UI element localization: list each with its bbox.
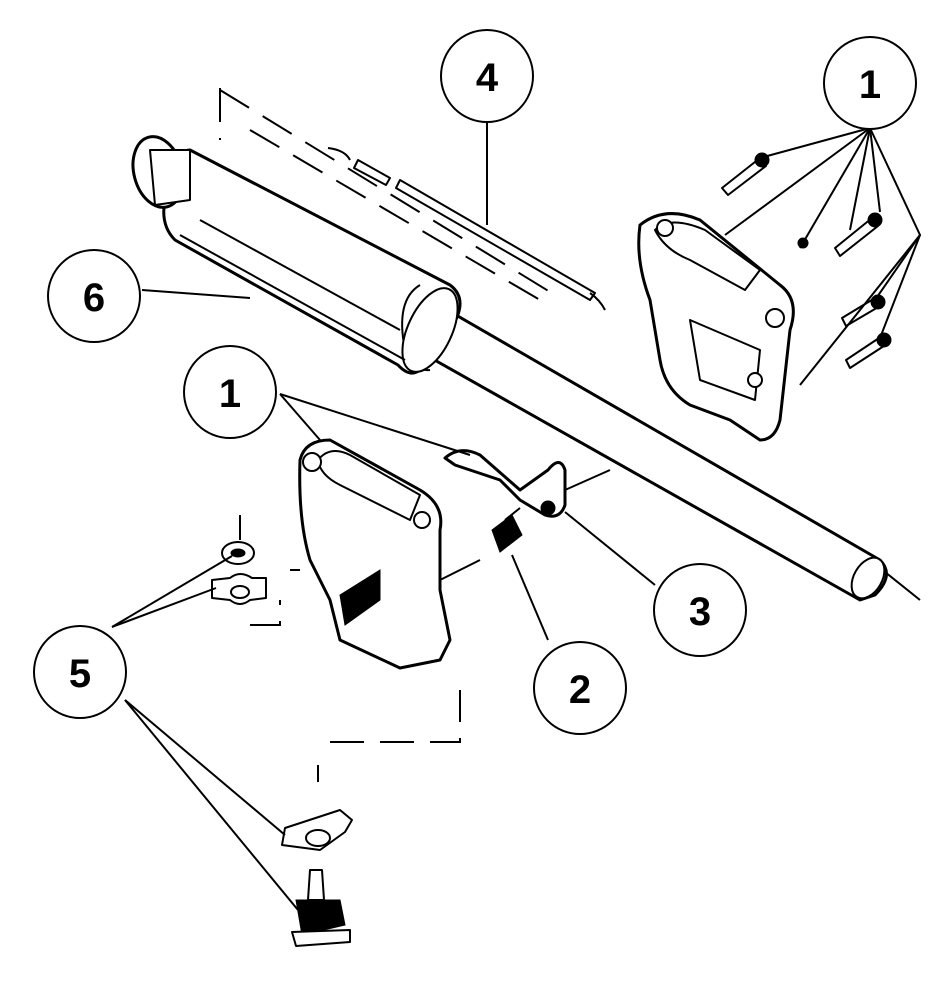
callout-4: 4 [440,29,534,123]
handguard-sleeve [162,148,462,375]
latch-lever [443,449,611,518]
gas-tube-assembly [219,88,606,311]
callout-5-label: 5 [69,652,91,696]
callout-3: 3 [653,563,747,657]
callout-4-label: 4 [476,56,499,100]
callout-1-middle: 1 [183,345,277,439]
callout-3-label: 3 [689,590,711,634]
callout-5: 5 [33,625,127,719]
washer-set-upper [211,515,300,626]
callout-2-label: 2 [569,668,591,712]
leader-lines [111,123,922,911]
upper-handguard-cap [637,212,795,442]
callout-2: 2 [533,641,627,735]
screw-set-upper [721,152,892,369]
lower-plate-and-nut [281,690,461,947]
callout-1-top: 1 [823,36,917,130]
tube-end-cap [131,135,191,209]
lower-handguard-cap [298,438,481,670]
callout-1-top-label: 1 [859,63,881,107]
callout-1-middle-label: 1 [219,372,241,416]
spring [491,507,523,553]
callout-6: 6 [47,249,141,343]
callout-6-label: 6 [83,276,105,320]
